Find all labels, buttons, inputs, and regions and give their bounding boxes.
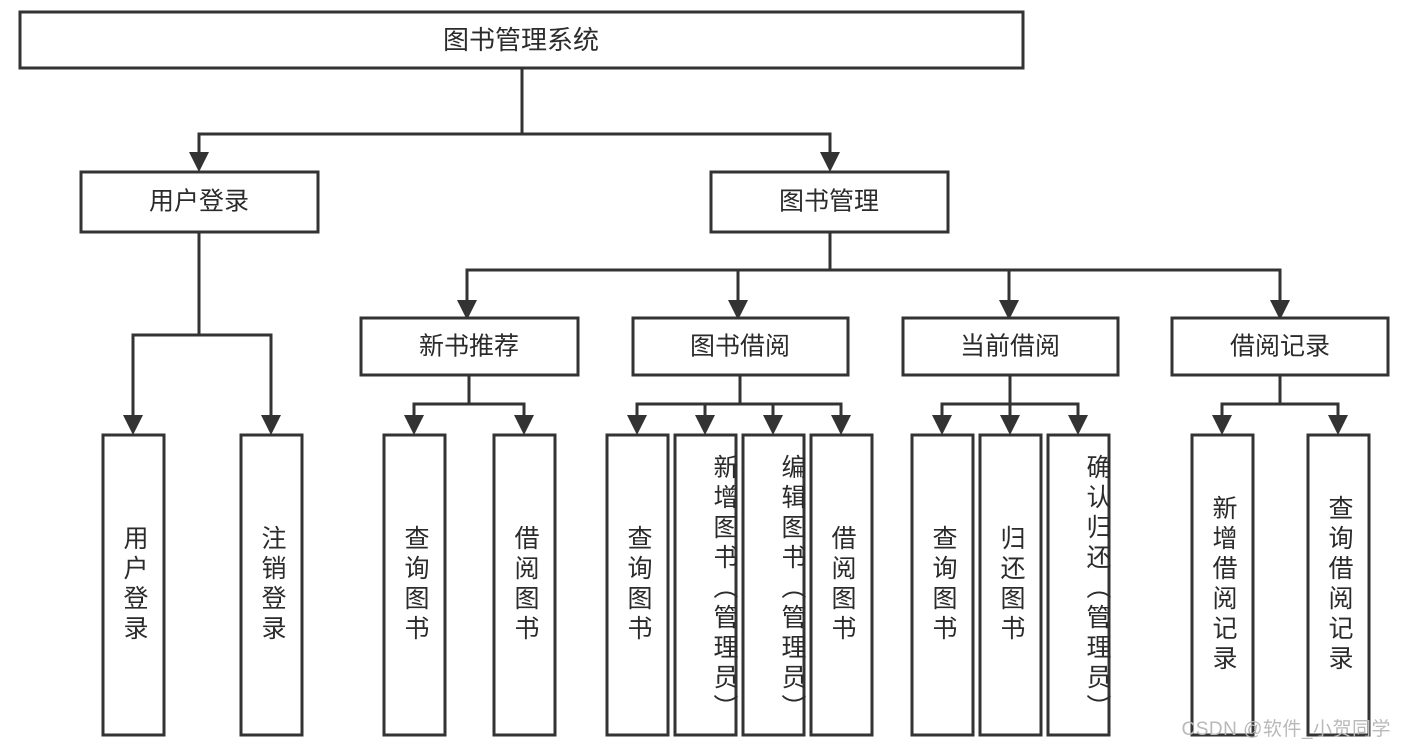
node-book-management-box[interactable] bbox=[709, 170, 950, 234]
node-book-borrow-label: 图书借阅 bbox=[690, 333, 790, 361]
arrowhead-user-login bbox=[189, 152, 209, 172]
node-root-box[interactable] bbox=[18, 10, 1025, 70]
leaf-edit-book-box[interactable] bbox=[741, 433, 806, 737]
leaf-add-book-box[interactable] bbox=[673, 433, 738, 737]
arrowhead-leaf-borrow-book-1 bbox=[514, 415, 534, 435]
leaf-add-record-box[interactable] bbox=[1190, 433, 1255, 737]
arrowhead-book-borrow bbox=[728, 300, 748, 320]
arrowhead-leaf-add-record bbox=[1212, 415, 1232, 435]
arrowhead-leaf-query-record bbox=[1328, 415, 1348, 435]
node-new-book-recommend-box[interactable] bbox=[359, 316, 580, 377]
leaf-logout-login-box[interactable] bbox=[239, 433, 304, 737]
arrowhead-leaf-query-book-2 bbox=[627, 415, 647, 435]
arrowhead-leaf-logout-login bbox=[261, 415, 281, 435]
arrowhead-current-borrow bbox=[999, 300, 1019, 320]
node-current-borrow-box[interactable] bbox=[901, 316, 1120, 377]
node-book-management[interactable]: 图书管理 bbox=[709, 170, 950, 234]
node-book-borrow[interactable]: 图书借阅 bbox=[631, 316, 850, 377]
arrowhead-borrow-record bbox=[1270, 300, 1290, 320]
arrowhead-new-book-recommend bbox=[457, 300, 477, 320]
arrowhead-leaf-borrow-book-2 bbox=[831, 415, 851, 435]
arrowhead-leaf-confirm-return bbox=[1068, 415, 1088, 435]
node-new-book-recommend-label: 新书推荐 bbox=[419, 333, 519, 361]
node-borrow-record-box[interactable] bbox=[1170, 316, 1390, 377]
leaf-borrow-book-2-box[interactable] bbox=[809, 433, 874, 737]
leaf-user-login-box[interactable] bbox=[101, 433, 166, 737]
leaf-query-book-3-box[interactable] bbox=[910, 433, 975, 737]
node-user-login-box[interactable] bbox=[79, 170, 320, 234]
node-book-borrow-box[interactable] bbox=[631, 316, 850, 377]
leaf-query-book-1-box[interactable] bbox=[382, 433, 447, 737]
leaf-query-book-2-box[interactable] bbox=[605, 433, 670, 737]
arrowhead-leaf-edit-book bbox=[763, 415, 783, 435]
arrowhead-leaf-query-book-3 bbox=[932, 415, 952, 435]
node-root[interactable]: 图书管理系统 bbox=[18, 10, 1025, 70]
leaf-box-layer bbox=[101, 433, 1371, 737]
node-current-borrow[interactable]: 当前借阅 bbox=[901, 316, 1120, 377]
arrowhead-leaf-add-book bbox=[695, 415, 715, 435]
node-current-borrow-label: 当前借阅 bbox=[960, 333, 1060, 361]
leaf-confirm-return-box[interactable] bbox=[1046, 433, 1111, 737]
node-root-label: 图书管理系统 bbox=[443, 25, 599, 55]
node-user-login[interactable]: 用户登录 bbox=[79, 170, 320, 234]
arrowhead-leaf-user-login bbox=[123, 415, 143, 435]
watermark-text: CSDN @软件_小贺同学 bbox=[1181, 719, 1391, 740]
node-borrow-record-label: 借阅记录 bbox=[1230, 333, 1330, 361]
arrowhead-leaf-return-book bbox=[1000, 415, 1020, 435]
node-user-login-label: 用户登录 bbox=[149, 188, 249, 216]
arrowhead-leaf-query-book-1 bbox=[404, 415, 424, 435]
arrowhead-book-management bbox=[820, 152, 840, 172]
connector-layer bbox=[123, 66, 1348, 435]
leaf-query-record-box[interactable] bbox=[1306, 433, 1371, 737]
node-borrow-record[interactable]: 借阅记录 bbox=[1170, 316, 1390, 377]
node-new-book-recommend[interactable]: 新书推荐 bbox=[359, 316, 580, 377]
node-book-management-label: 图书管理 bbox=[779, 188, 879, 216]
leaf-return-book-box[interactable] bbox=[978, 433, 1043, 737]
leaf-borrow-book-1-box[interactable] bbox=[492, 433, 557, 737]
